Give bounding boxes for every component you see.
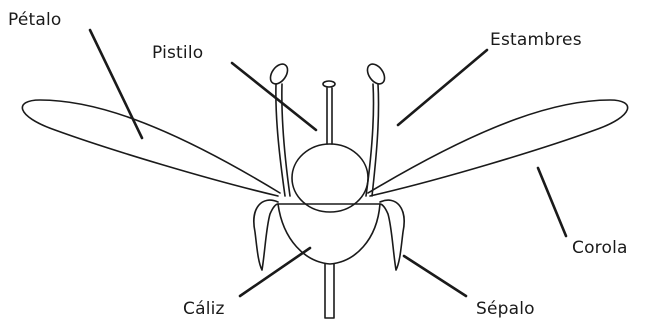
sepal-left <box>254 200 278 270</box>
label-pistilo: Pistilo <box>152 45 203 62</box>
leader-petalo <box>90 30 142 138</box>
label-corola: Corola <box>572 240 628 257</box>
leader-corola <box>538 168 566 236</box>
receptacle <box>278 204 380 264</box>
label-caliz: Cáliz <box>183 301 225 318</box>
stamen-left <box>267 61 291 196</box>
label-estambres: Estambres <box>490 32 582 49</box>
label-sepalo: Sépalo <box>476 301 535 318</box>
right-petal <box>368 100 628 196</box>
leader-caliz <box>240 248 310 296</box>
sepal-right <box>380 200 404 270</box>
flower-stem <box>325 264 334 318</box>
left-petal <box>22 100 280 196</box>
label-petalo: Pétalo <box>8 12 62 29</box>
ovary <box>292 144 368 212</box>
leader-sepalo <box>404 256 466 296</box>
pistil-style <box>323 81 335 144</box>
leader-pistilo <box>232 63 316 130</box>
leader-estambres <box>398 50 487 125</box>
